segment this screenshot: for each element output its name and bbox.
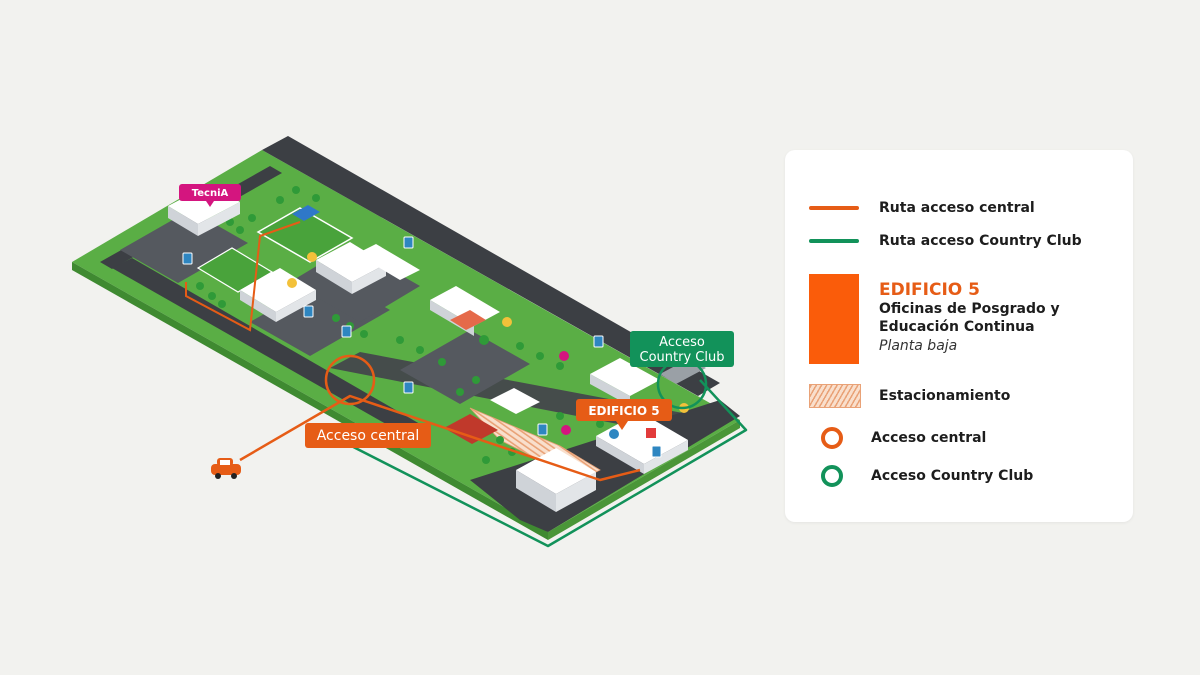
route-central-inner xyxy=(185,221,301,332)
legend-edificio-note: Planta baja xyxy=(879,338,958,354)
legend-acceso-central: Acceso central xyxy=(871,430,987,446)
acceso-country-label: Acceso Country Club xyxy=(630,331,734,367)
acceso-country-label-line2: Country Club xyxy=(640,350,725,365)
map-legend: Ruta acceso central Ruta acceso Country … xyxy=(785,150,1133,522)
building-icons xyxy=(168,184,706,512)
legend-edificio-line1: Oficinas de Posgrado y xyxy=(879,301,1060,317)
legend-row-ruta-country: Ruta acceso Country Club xyxy=(809,233,1082,249)
car-icon xyxy=(211,458,241,479)
orange-ring-icon xyxy=(821,427,843,449)
acceso-central-ring xyxy=(324,354,376,406)
route-central xyxy=(239,394,641,482)
tecnia-label: TecniA xyxy=(179,184,241,207)
legend-row-ruta-central: Ruta acceso central xyxy=(809,200,1035,216)
tecnia-label-text: TecniA xyxy=(192,188,229,199)
legend-estacionamiento: Estacionamiento xyxy=(879,388,1011,404)
legend-row-estacionamiento: Estacionamiento xyxy=(809,384,1010,408)
tree-icons xyxy=(196,186,644,464)
legend-row-acceso-central: Acceso central xyxy=(809,427,986,449)
green-ring-icon xyxy=(821,465,843,487)
legend-edificio-line2: Educación Continua xyxy=(879,319,1035,335)
acceso-central-label: Acceso central xyxy=(305,423,431,448)
legend-edificio-title: EDIFICIO 5 xyxy=(879,280,980,300)
legend-row-edificio: EDIFICIO 5 Oficinas de Posgrado y Educac… xyxy=(809,274,1060,364)
legend-acceso-country: Acceso Country Club xyxy=(871,468,1034,484)
campus-map: TecniA Acceso central Acceso Country Clu… xyxy=(72,136,748,548)
route-country-club xyxy=(319,379,748,548)
green-route-line-icon xyxy=(809,239,859,243)
edificio5-label: EDIFICIO 5 xyxy=(576,399,672,430)
legend-ruta-country: Ruta acceso Country Club xyxy=(879,233,1082,249)
parking-hatch-icon xyxy=(809,384,861,408)
legend-ruta-central: Ruta acceso central xyxy=(879,200,1035,216)
orange-route-line-icon xyxy=(809,206,859,210)
acceso-country-label-line1: Acceso xyxy=(659,335,705,350)
edificio-block-icon xyxy=(809,274,859,364)
edificio5-label-text: EDIFICIO 5 xyxy=(588,404,659,418)
acceso-central-label-text: Acceso central xyxy=(317,428,420,444)
parking-icons xyxy=(182,236,662,458)
legend-row-acceso-country: Acceso Country Club xyxy=(809,465,1033,487)
sports-fields xyxy=(196,205,354,293)
